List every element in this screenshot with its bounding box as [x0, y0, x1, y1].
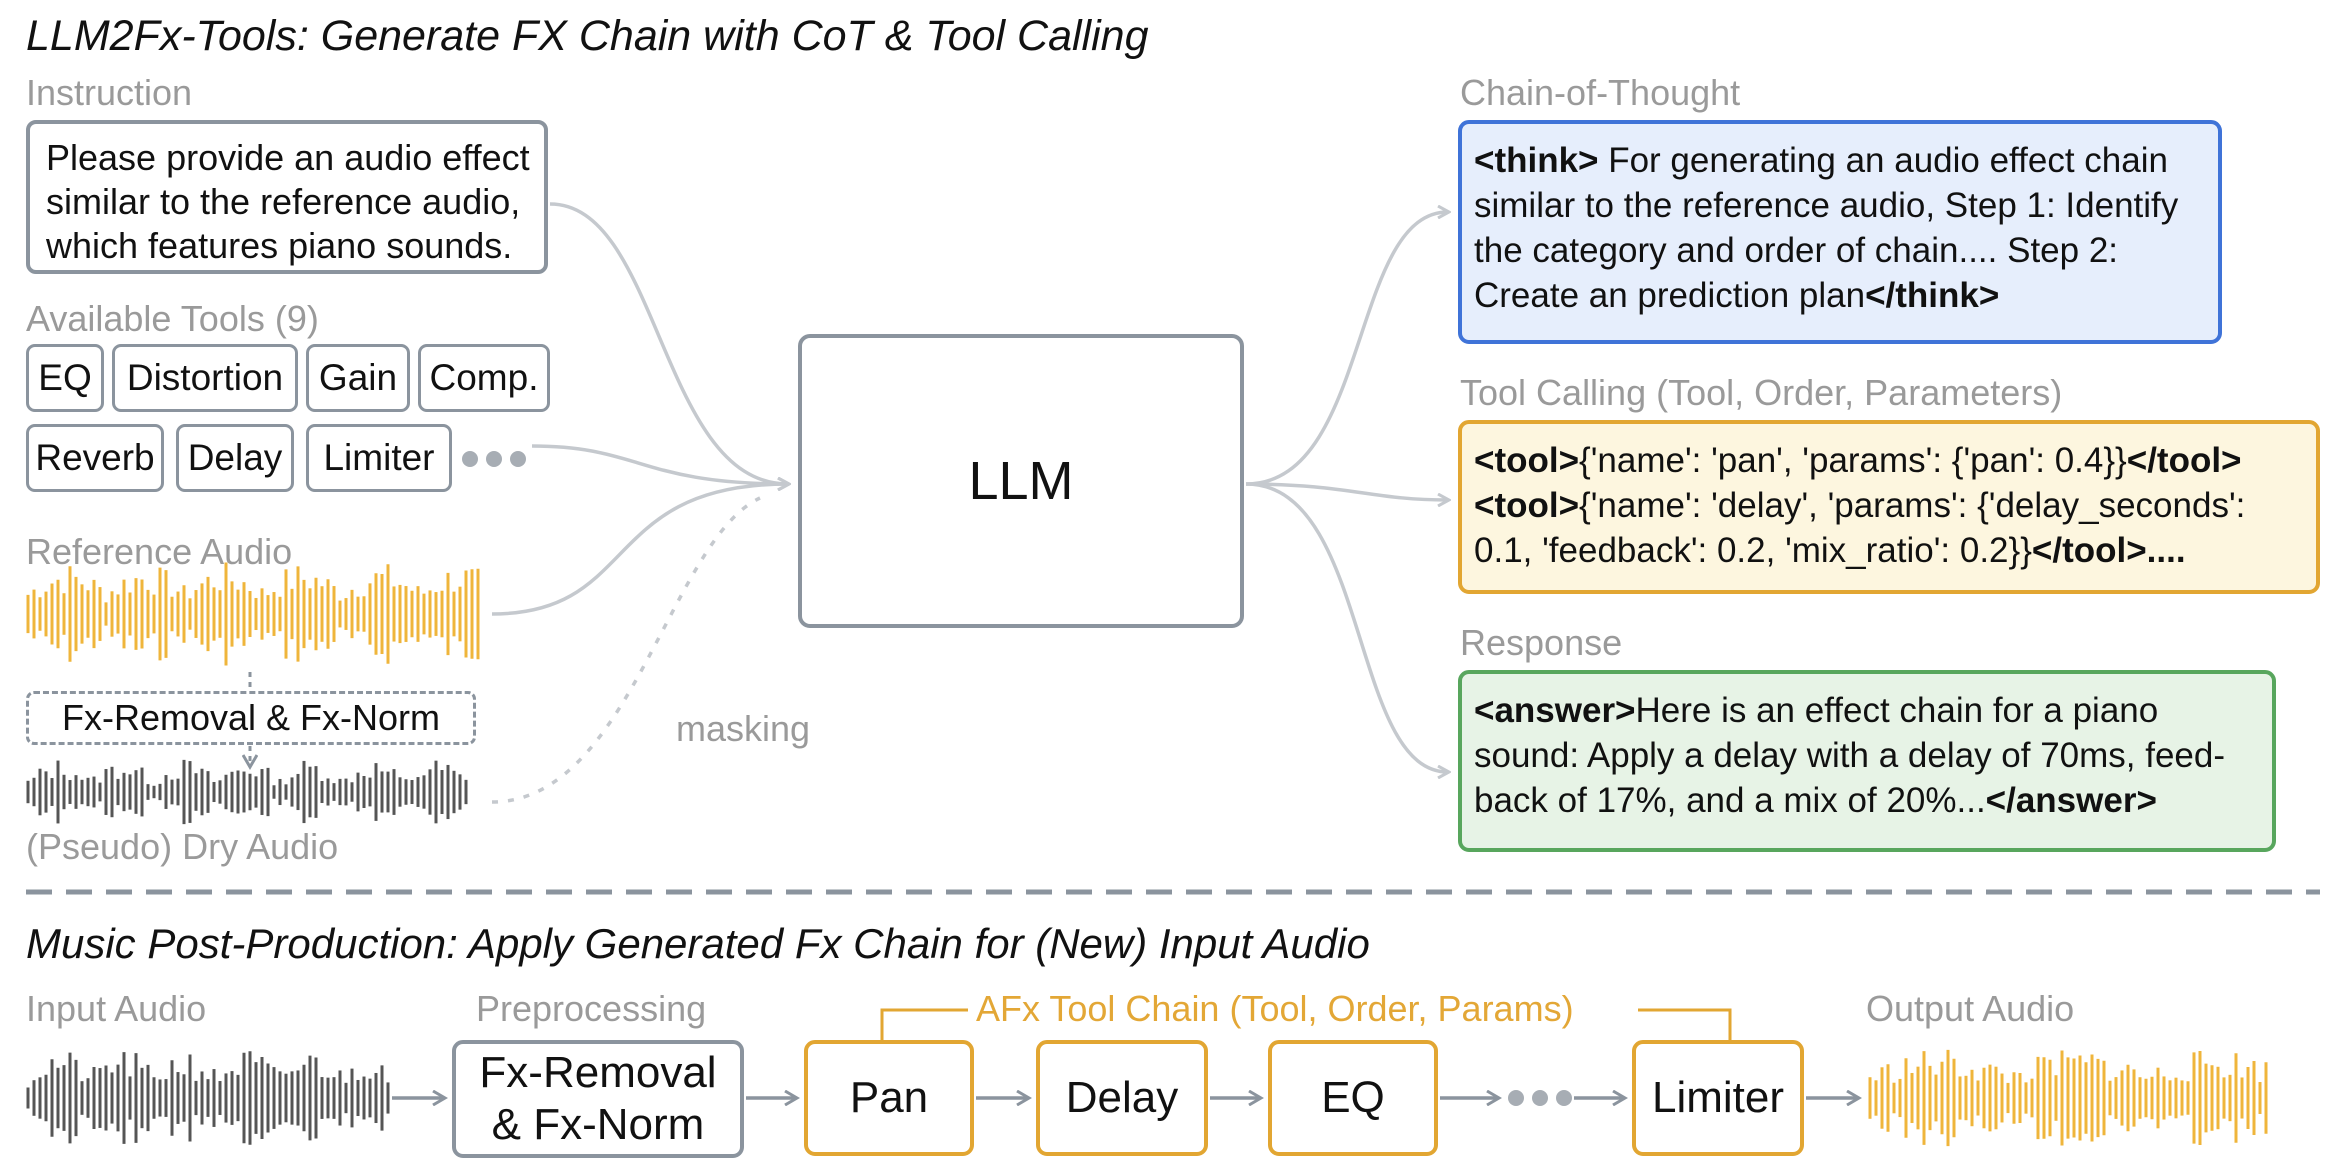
- instruction-box: Please provide an audio effect similar t…: [26, 120, 548, 274]
- preprocessing-line: & Fx-Norm: [491, 1100, 705, 1149]
- think-open-tag: <think>: [1474, 141, 1599, 180]
- tool-call-body: 0.1, 'feedback': 0.2, 'mix_ratio': 0.2}}: [1474, 531, 2032, 570]
- think-close-tag: </think>: [1865, 276, 2000, 315]
- answer-close-tag: </answer>: [1985, 781, 2157, 820]
- instruction-label: Instruction: [26, 72, 193, 113]
- tool-comp: Comp.: [418, 344, 550, 412]
- output-audio-label: Output Audio: [1866, 988, 2075, 1029]
- dry-waveform: [26, 759, 468, 825]
- masking-label: masking: [676, 708, 811, 749]
- preprocessing-line: Fx-Removal: [479, 1048, 717, 1097]
- preprocessing-label: Preprocessing: [476, 988, 707, 1029]
- cot-label: Chain-of-Thought: [1460, 72, 1741, 113]
- preprocessing-box: Fx-Removal & Fx-Norm: [452, 1040, 744, 1158]
- instruction-line: Please provide an audio effect: [46, 137, 530, 178]
- response-line: back of 17%, and a mix of 20%...: [1474, 781, 1986, 820]
- instruction-line: similar to the reference audio,: [46, 181, 521, 222]
- page-title: LLM2Fx-Tools: Generate FX Chain with CoT…: [26, 12, 1149, 60]
- reference-connector: [491, 484, 788, 616]
- tool-reverb: Reverb: [26, 424, 164, 492]
- tool-calling-box: <tool>{'name': 'pan', 'params': {'pan': …: [1458, 420, 2320, 594]
- tool-distortion: Distortion: [112, 344, 298, 412]
- fx-removal-box: Fx-Removal & Fx-Norm: [26, 691, 476, 745]
- afx-chain-label: AFx Tool Chain (Tool, Order, Params): [976, 988, 1574, 1029]
- dry-audio-label: (Pseudo) Dry Audio: [26, 826, 339, 867]
- cot-box: <think> For generating an audio effect c…: [1458, 120, 2222, 344]
- response-label: Response: [1460, 622, 1623, 663]
- tool-call-body: {'name': 'delay', 'params': {'delay_seco…: [1579, 486, 2246, 525]
- tool-delay: Delay: [176, 424, 294, 492]
- response-line: sound: Apply a delay with a delay of 70m…: [1474, 736, 2226, 775]
- tool-close-tag: </tool>: [2126, 441, 2242, 480]
- stage-delay: Delay: [1036, 1040, 1208, 1156]
- masking-connector: [491, 496, 761, 804]
- reference-audio-label: Reference Audio: [26, 531, 293, 572]
- tool-calling-connector: [1245, 482, 1448, 500]
- section-title-bottom: Music Post-Production: Apply Generated F…: [26, 920, 1370, 967]
- instruction-line: which features piano sounds.: [46, 225, 513, 266]
- reference-waveform: [26, 562, 480, 666]
- tool-limiter: Limiter: [306, 424, 452, 492]
- answer-open-tag: <answer>: [1474, 691, 1636, 730]
- cot-connector: [1245, 212, 1448, 486]
- tools-label: Available Tools (9): [26, 298, 319, 339]
- output-waveform: [1868, 1049, 2268, 1147]
- input-audio-label: Input Audio: [26, 988, 207, 1029]
- tool-open-tag: <tool>: [1474, 441, 1580, 480]
- cot-line: the category and order of chain.... Step…: [1474, 231, 2119, 270]
- response-line: Here is an effect chain for a piano: [1635, 691, 2159, 730]
- more-tools-icon: [462, 451, 526, 467]
- tool-eq: EQ: [26, 344, 104, 412]
- tools-connector: [531, 444, 788, 484]
- tool-call-body: {'name': 'pan', 'params': {'pan': 0.4}}: [1579, 441, 2127, 480]
- tool-open-tag: <tool>: [1474, 486, 1580, 525]
- tool-gain: Gain: [306, 344, 410, 412]
- afx-chain-bracket: [880, 1008, 1732, 1040]
- cot-line: similar to the reference audio, Step 1: …: [1474, 186, 2179, 225]
- input-waveform: [26, 1051, 390, 1145]
- response-box: <answer>Here is an effect chain for a pi…: [1458, 670, 2276, 852]
- more-stages-icon: [1508, 1090, 1572, 1106]
- response-connector: [1245, 482, 1448, 772]
- instruction-connector: [549, 202, 788, 484]
- tool-close-tag: </tool>....: [2031, 531, 2186, 570]
- cot-line: Create an prediction plan: [1474, 276, 1866, 315]
- cot-line: For generating an audio effect chain: [1598, 141, 2168, 180]
- llm-box: LLM: [798, 334, 1244, 628]
- tool-calling-label: Tool Calling (Tool, Order, Parameters): [1460, 372, 2063, 413]
- stage-eq: EQ: [1268, 1040, 1438, 1156]
- stage-pan: Pan: [804, 1040, 974, 1156]
- stage-limiter: Limiter: [1632, 1040, 1804, 1156]
